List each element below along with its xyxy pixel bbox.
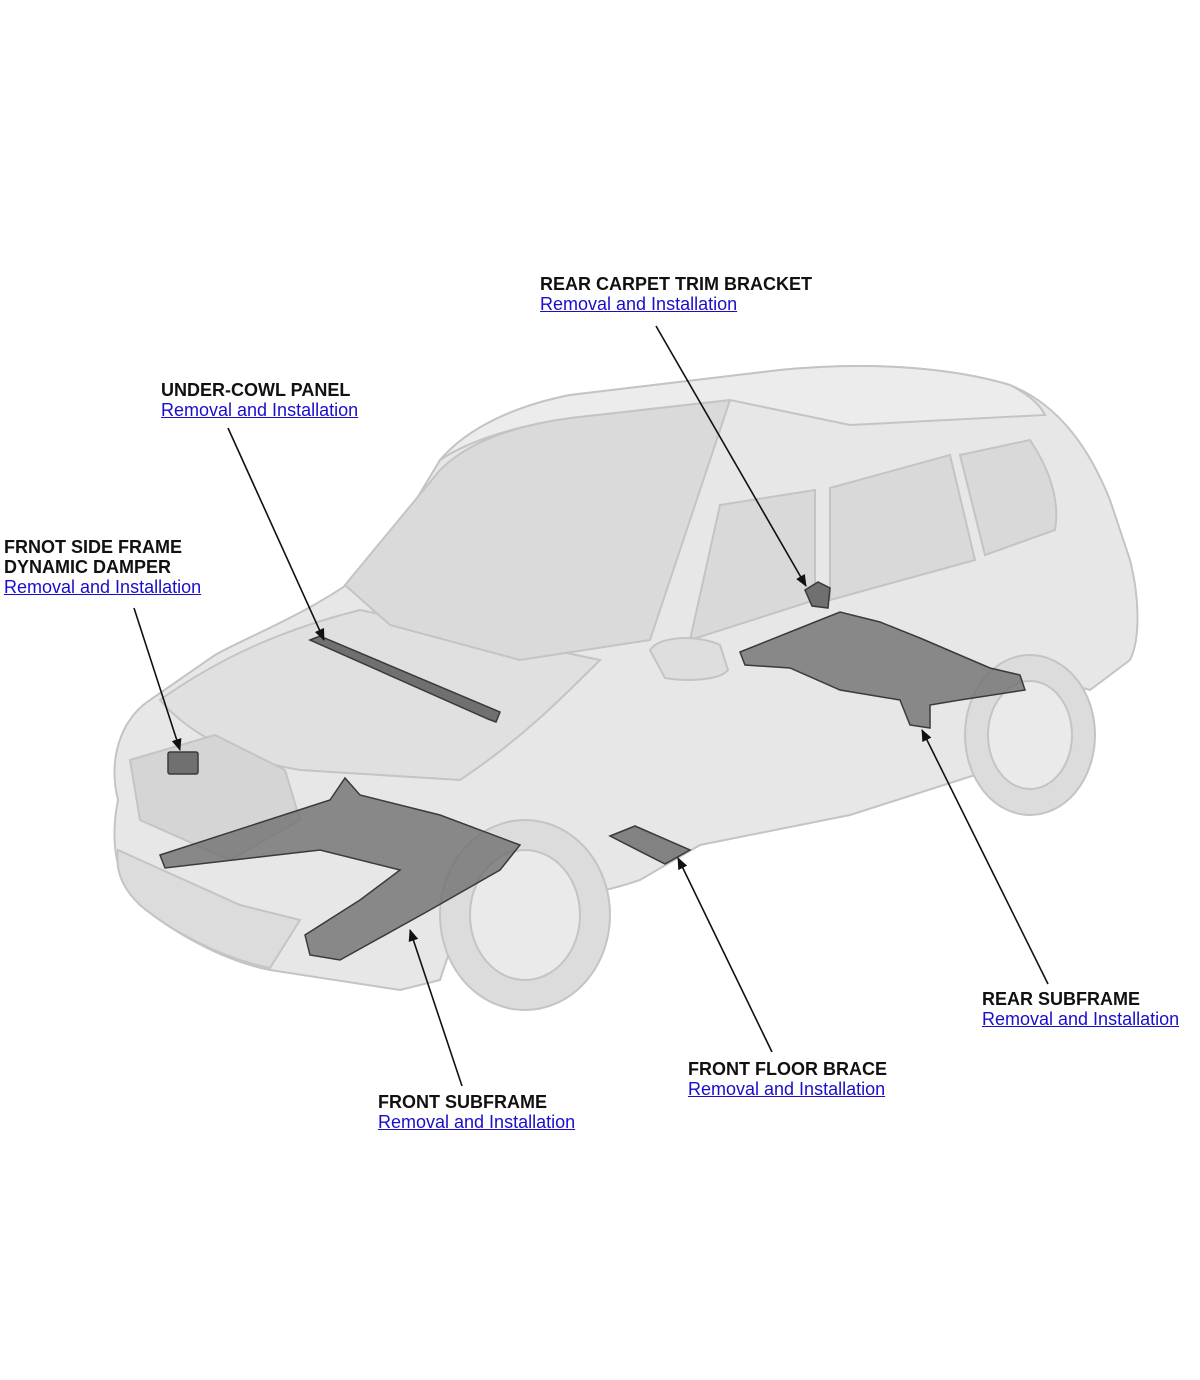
- front-subframe-part: [159, 776, 522, 961]
- callout-rear-carpet-trim-bracket: REAR CARPET TRIM BRACKET Removal and Ins…: [540, 274, 812, 316]
- car-side-window-rear: [829, 453, 977, 602]
- removal-installation-link[interactable]: Removal and Installation: [161, 400, 359, 420]
- callout-front-floor-brace: FRONT FLOOR BRACE Removal and Installati…: [688, 1059, 887, 1101]
- leader-rear-subframe: [921, 729, 1049, 985]
- removal-installation-link[interactable]: Removal and Installation: [4, 577, 202, 597]
- front-floor-brace-part: [608, 825, 692, 865]
- dynamic-damper-part: [167, 751, 199, 775]
- callout-title: FRONT SUBFRAME: [378, 1092, 547, 1112]
- car-side-mirror: [648, 637, 730, 681]
- callout-title: REAR CARPET TRIM BRACKET: [540, 274, 812, 294]
- car-rear-wheel-rim: [987, 680, 1073, 790]
- leader-under-cowl-panel: [227, 427, 325, 641]
- rear-subframe-part: [739, 611, 1026, 729]
- callout-rear-subframe: REAR SUBFRAME Removal and Installation: [982, 989, 1179, 1031]
- leader-front-subframe: [408, 929, 463, 1087]
- callout-title-line-1: FRNOT SIDE FRAME: [4, 537, 182, 557]
- rear-carpet-trim-bracket-part: [804, 581, 831, 609]
- car-front-wheel-rim: [469, 849, 581, 981]
- callout-front-side-frame-dynamic-damper: FRNOT SIDE FRAME DYNAMIC DAMPER Removal …: [4, 537, 201, 599]
- removal-installation-link[interactable]: Removal and Installation: [540, 294, 738, 314]
- callout-under-cowl-panel: UNDER-COWL PANEL Removal and Installatio…: [161, 380, 358, 422]
- removal-installation-link[interactable]: Removal and Installation: [378, 1112, 576, 1132]
- leader-front-floor-brace: [677, 857, 773, 1053]
- callout-title-line-2: DYNAMIC DAMPER: [4, 557, 172, 577]
- leader-dynamic-damper: [133, 607, 182, 751]
- removal-installation-link[interactable]: Removal and Installation: [982, 1009, 1180, 1029]
- callout-front-subframe: FRONT SUBFRAME Removal and Installation: [378, 1092, 575, 1134]
- callout-title: REAR SUBFRAME: [982, 989, 1141, 1009]
- leader-lines: [133, 325, 1049, 1087]
- car-rear-quarter-window: [958, 438, 1058, 557]
- callout-title: FRONT FLOOR BRACE: [688, 1059, 887, 1079]
- highlighted-parts: [159, 581, 1026, 961]
- callout-title: UNDER-COWL PANEL: [161, 380, 351, 400]
- car-roof: [439, 365, 1047, 461]
- leader-rear-carpet-trim-bracket: [655, 325, 807, 587]
- car-front-bumper: [116, 848, 302, 970]
- removal-installation-link[interactable]: Removal and Installation: [688, 1079, 886, 1099]
